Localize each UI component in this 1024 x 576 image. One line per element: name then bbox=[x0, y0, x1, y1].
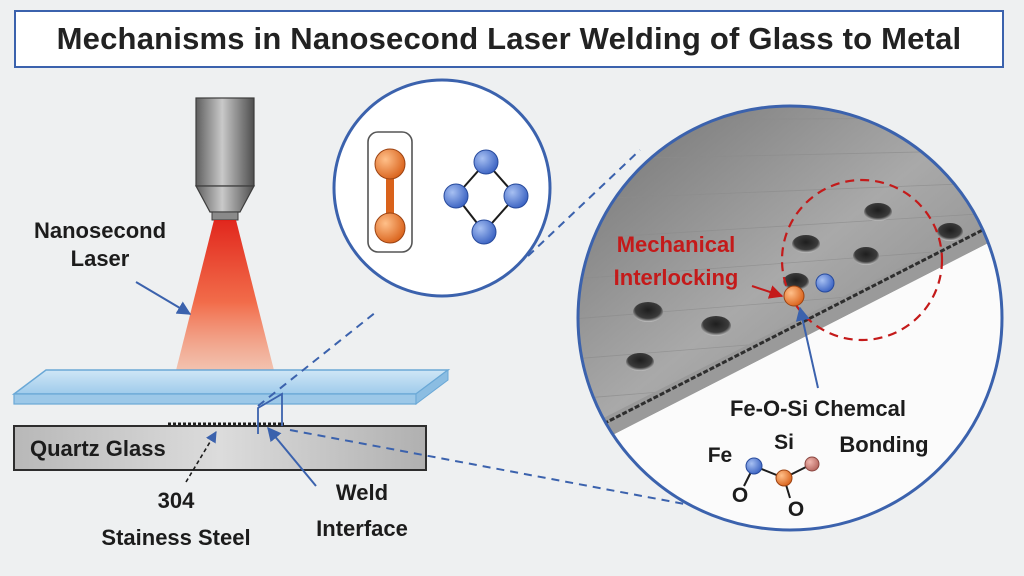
molecule-inset bbox=[332, 78, 552, 298]
bonding-label-arrow bbox=[795, 306, 819, 389]
bonding-label-line1: Fe-O-Si Chemcal bbox=[730, 396, 906, 421]
quartz-label: Quartz Glass bbox=[30, 436, 166, 461]
quartz-glass-plate bbox=[11, 369, 451, 405]
interlock-label-arrow bbox=[751, 285, 784, 299]
laser-nozzle bbox=[194, 97, 256, 221]
steel-block bbox=[13, 425, 427, 471]
weld-zoom-marker bbox=[257, 392, 283, 434]
mol-o2-label: O bbox=[788, 498, 804, 521]
mol-fe-label: Fe bbox=[708, 444, 733, 467]
diagram-title: Mechanisms in Nanosecond Laser Welding o… bbox=[56, 21, 962, 56]
weld-label-line1: Weld bbox=[336, 480, 388, 505]
title-box: Mechanisms in Nanosecond Laser Welding o… bbox=[14, 10, 1004, 68]
fe-o-si-molecule bbox=[743, 456, 820, 499]
fe-atom bbox=[745, 457, 763, 475]
weld-label-line2: Interface bbox=[316, 516, 408, 541]
mol-si-label: Si bbox=[774, 431, 794, 454]
zoom-line-upper bbox=[527, 149, 641, 257]
weld-label-arrow bbox=[267, 426, 317, 487]
mol-o1-label: O bbox=[732, 484, 748, 507]
laser-beam bbox=[168, 220, 282, 402]
laser-label-line1: Nanosecond bbox=[34, 218, 166, 243]
bonding-label-line2: Bonding bbox=[839, 432, 928, 457]
steel-label-line2: Stainess Steel bbox=[101, 525, 250, 550]
steel-label-arrow bbox=[185, 431, 217, 483]
laser-label-line2: Laser bbox=[71, 246, 130, 271]
laser-label-arrow bbox=[135, 281, 192, 315]
interlock-label-line1: Mechanical bbox=[617, 232, 736, 257]
interlock-label-line2: Interlocking bbox=[614, 265, 739, 290]
interlock-orange-atom bbox=[783, 285, 805, 307]
interlock-blue-atom bbox=[815, 273, 835, 293]
o-atom bbox=[775, 469, 793, 487]
si-atom bbox=[804, 456, 820, 472]
zoom-circle bbox=[576, 104, 1004, 532]
zoom-line-lower bbox=[289, 429, 707, 509]
steel-label-line1: 304 bbox=[158, 488, 195, 513]
interlock-highlight-circle bbox=[780, 178, 944, 342]
zoom-line-small bbox=[257, 311, 377, 407]
